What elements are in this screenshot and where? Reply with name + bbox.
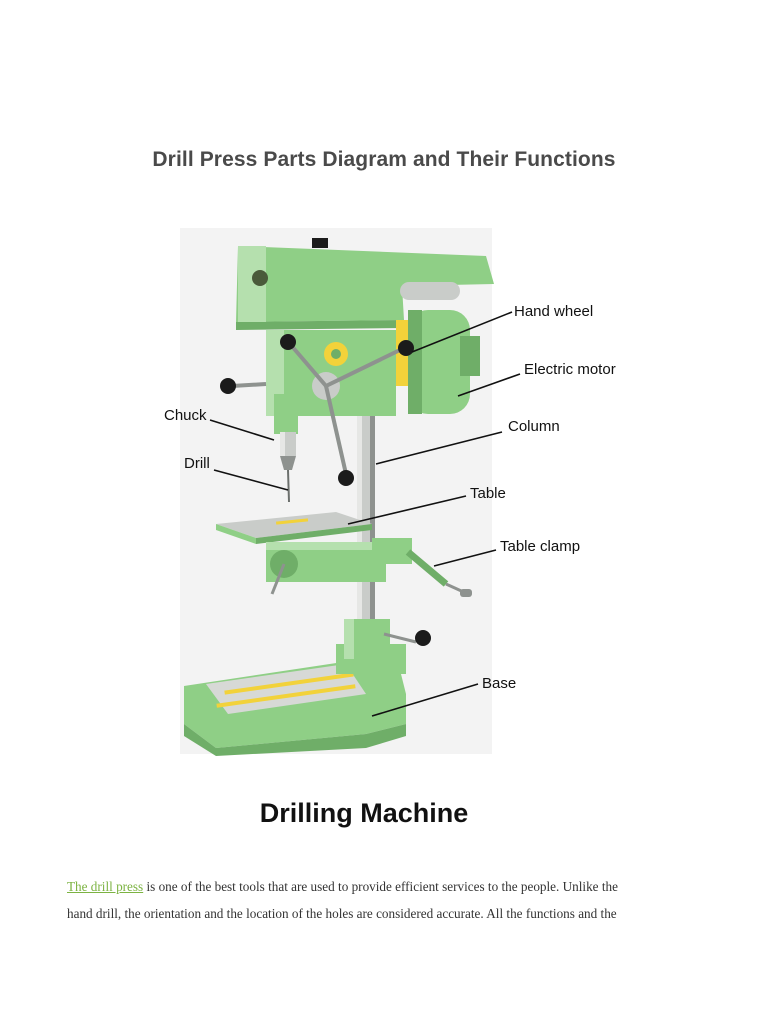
- column-leader: [375, 431, 503, 465]
- table-clamp-part: [372, 538, 472, 597]
- electric-motor-leader: [457, 373, 521, 397]
- drill-label: Drill: [184, 455, 210, 472]
- table-clamp-leader: [433, 549, 497, 567]
- chuck-leader: [209, 419, 275, 441]
- electric-motor-label: Electric motor: [524, 361, 616, 378]
- table-part: [216, 512, 386, 595]
- drill-press-illustration: [180, 228, 521, 756]
- column-part: [344, 414, 431, 659]
- motor-part: [408, 310, 480, 414]
- table-label: Table: [470, 485, 506, 502]
- hand-wheel-part: [220, 334, 414, 486]
- hand-wheel-label: Hand wheel: [514, 303, 594, 320]
- base-label: Base: [482, 675, 517, 692]
- article-paragraph: The drill press is one of the best tools…: [67, 873, 707, 927]
- drill-press-link[interactable]: The drill press: [67, 879, 144, 894]
- figure-caption: Drilling Machine: [259, 798, 469, 828]
- paragraph-line-1-text: is one of the best tools that are used t…: [143, 879, 618, 894]
- page-title: Drill Press Parts Diagram and Their Func…: [152, 148, 616, 171]
- chuck-and-drill-part: [274, 394, 298, 503]
- paragraph-line-2: hand drill, the orientation and the loca…: [67, 906, 617, 921]
- chuck-label: Chuck: [164, 407, 207, 424]
- drill-leader: [213, 469, 289, 491]
- base-part: [184, 644, 406, 756]
- paragraph-line-1: The drill press is one of the best tools…: [67, 873, 707, 900]
- table-leader: [347, 495, 467, 525]
- hand-wheel-leader: [411, 311, 513, 353]
- column-label: Column: [508, 418, 560, 435]
- drill-press-diagram: Hand wheel Electric motor Chuck Column D…: [164, 224, 636, 760]
- base-leader: [371, 683, 479, 717]
- table-clamp-label: Table clamp: [500, 538, 581, 555]
